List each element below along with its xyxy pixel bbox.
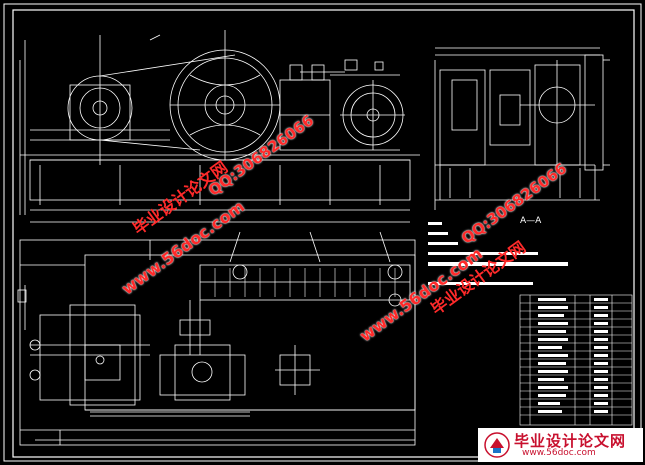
- inner-frame: [12, 9, 635, 458]
- plan-view: [17, 231, 416, 446]
- banner-title: 毕业设计论文网: [514, 432, 627, 450]
- technical-notes-block: [428, 222, 568, 285]
- parts-list-text-blocks: [538, 298, 608, 413]
- banner-url: www.56doc.com: [522, 448, 596, 458]
- side-section-view: [434, 47, 610, 210]
- parts-list-table: [519, 294, 633, 426]
- front-elevation-view: [19, 30, 420, 223]
- section-label-a-a: A—A: [520, 216, 542, 226]
- site-banner[interactable]: 毕业设计论文网 www.56doc.com: [478, 428, 643, 462]
- outer-frame: [3, 3, 642, 462]
- site-logo-icon: [484, 432, 510, 458]
